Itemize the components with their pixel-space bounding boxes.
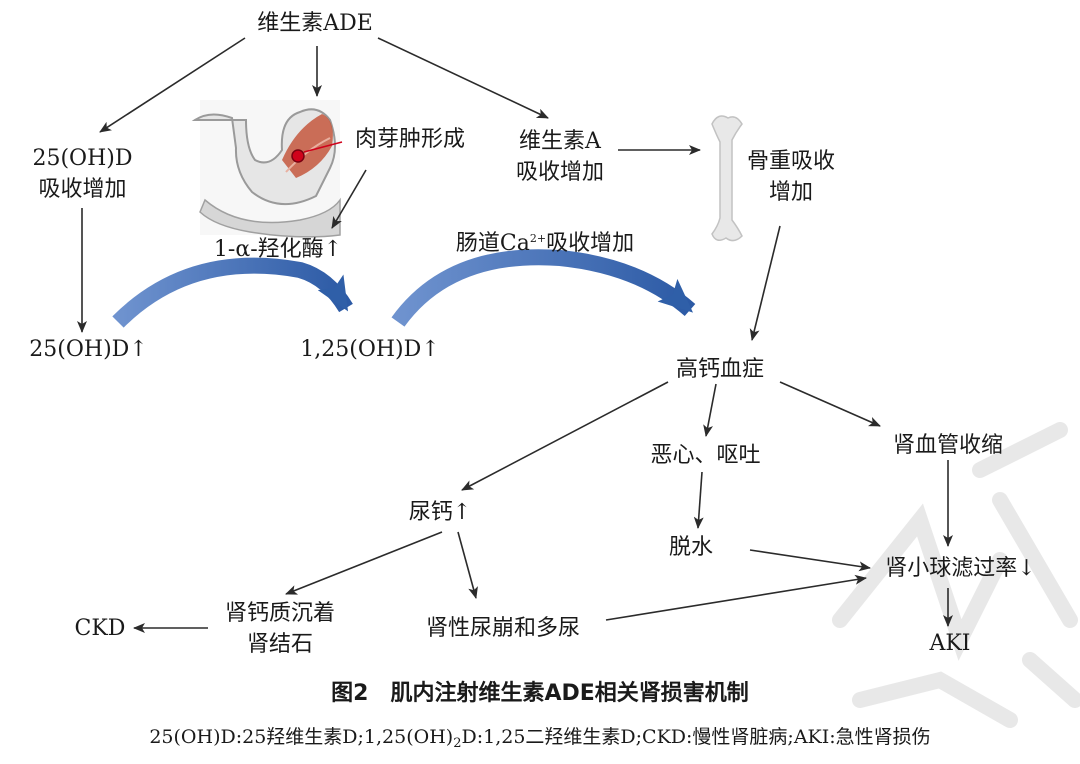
node-nephrogenic-di: 肾性尿崩和多尿 — [425, 616, 580, 641]
node-granuloma: 肉芽肿形成 — [354, 127, 465, 152]
node-vitamin-ade: 维生素ADE — [257, 11, 373, 36]
node-dehydration: 脱水 — [668, 535, 713, 560]
node-bone-resorption-line2: 增加 — [768, 180, 813, 205]
node-nephrocalcinosis-line1: 肾钙质沉着 — [224, 601, 335, 626]
node-intestinal-calcium-charge: 2+ — [529, 232, 547, 245]
node-gfr-decrease: 肾小球滤过率↓ — [885, 556, 1036, 581]
conversion-curve-arrows — [112, 249, 696, 328]
figure-caption-note: 25(OH)D:25羟维生素D;1,25(OH)2D:1,25二羟维生素D;CK… — [0, 722, 1080, 751]
caption-note-part1: 25(OH)D:25羟维生素D;1,25(OH) — [149, 726, 454, 748]
node-aki: AKI — [929, 631, 971, 656]
node-bone-resorption: 骨重吸收 增加 — [736, 146, 846, 208]
node-vitamin-a-absorption: 维生素A 吸收增加 — [500, 126, 620, 188]
node-intestinal-calcium: 肠道Ca2+吸收增加 — [440, 223, 650, 259]
node-vitamin-a-line1: 维生素A — [519, 129, 601, 154]
node-intestinal-calcium-pre: 肠道Ca — [455, 231, 530, 256]
node-1alpha-hydroxylase: 1-α-羟化酶↑ — [213, 237, 343, 262]
node-25ohd-absorption: 25(OH)D 吸收增加 — [20, 143, 145, 205]
node-nausea-vomiting: 恶心、呕吐 — [650, 443, 761, 468]
figure-title: 肌内注射维生素ADE相关肾损害机制 — [390, 681, 749, 706]
figure-number: 图2 — [331, 681, 369, 706]
node-125ohd-increase: 1,25(OH)D↑ — [300, 337, 440, 362]
node-25ohd-absorption-line1: 25(OH)D — [32, 146, 133, 171]
node-renal-vasoconstriction: 肾血管收缩 — [892, 433, 1003, 458]
caption-note-subscript: 2 — [453, 736, 462, 751]
arm-muscle-icon — [191, 100, 343, 238]
figure-caption-title: 图2 肌内注射维生素ADE相关肾损害机制 — [0, 675, 1080, 707]
bone-icon — [711, 115, 743, 242]
node-25ohd-increase: 25(OH)D↑ — [29, 337, 148, 362]
node-nephrocalcinosis-line2: 肾结石 — [246, 632, 313, 657]
flow-arrows — [77, 37, 953, 633]
node-vitamin-a-line2: 吸收增加 — [515, 160, 604, 185]
node-intestinal-calcium-post: 吸收增加 — [546, 231, 635, 256]
node-hypercalciuria: 尿钙↑ — [408, 500, 472, 525]
node-hypercalcemia: 高钙血症 — [675, 357, 764, 382]
node-25ohd-absorption-line2: 吸收增加 — [38, 177, 127, 202]
node-ckd: CKD — [74, 616, 126, 641]
node-nephrocalcinosis: 肾钙质沉着 肾结石 — [210, 598, 350, 660]
node-bone-resorption-line1: 骨重吸收 — [746, 149, 835, 174]
watermark — [832, 422, 1080, 728]
caption-note-part2: D:1,25二羟维生素D;CKD:慢性肾脏病;AKI:急性肾损伤 — [461, 726, 931, 748]
